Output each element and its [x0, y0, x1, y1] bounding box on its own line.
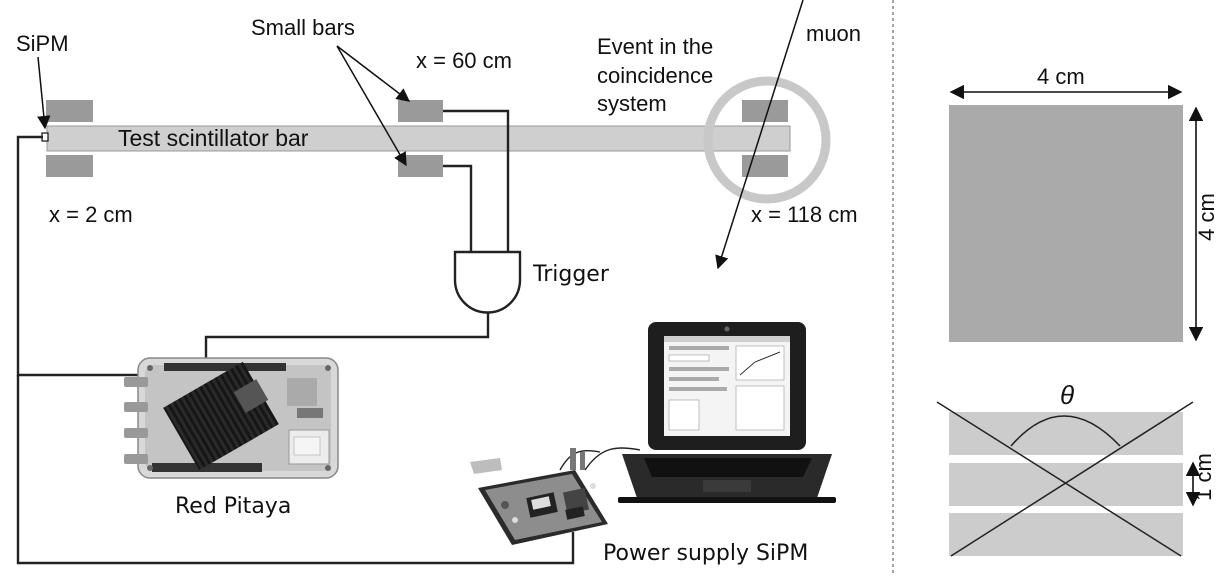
height-label: 4 cm — [1194, 193, 1219, 241]
sipm-pointer-arrow — [37, 56, 51, 130]
thickness-label: 1 cm — [1191, 453, 1216, 501]
theta-label: θ — [1060, 380, 1074, 410]
wire-sipm-power — [16, 375, 575, 565]
test-scintillator-bar — [46, 125, 791, 152]
small-bar-x60-bottom — [398, 155, 443, 177]
layer-top — [949, 412, 1183, 455]
small-bars-arrow-bottom — [336, 45, 407, 167]
muon-track-arrow — [715, 0, 804, 270]
red-pitaya-label: Red Pitaya — [175, 494, 291, 519]
small-bars-label: Small bars — [251, 15, 355, 40]
track-line-left — [936, 401, 1182, 557]
laptop-icon — [618, 322, 836, 503]
wire-bottom-bar-to-trigger — [443, 164, 473, 253]
track-line-right — [950, 401, 1194, 557]
small-bars-arrow-top — [336, 45, 411, 102]
wire-sipm-signal — [16, 135, 140, 377]
event-label-line3: system — [597, 91, 667, 116]
trigger-gate-icon — [453, 250, 522, 314]
width-label: 4 cm — [1037, 64, 1085, 89]
setup-panel: Test scintillator bar SiPM Small bars x … — [16, 0, 894, 576]
small-bar-x60-top — [398, 100, 443, 122]
trigger-label: Trigger — [532, 262, 610, 287]
x118-label: x = 118 cm — [751, 202, 858, 227]
small-bar-x2-top — [46, 100, 93, 122]
muon-label: muon — [806, 21, 861, 46]
power-supply-board-icon — [470, 447, 641, 545]
coincidence-event-ring — [703, 76, 831, 204]
layer-bottom — [949, 513, 1183, 556]
small-bar-x2-bottom — [46, 155, 93, 177]
event-label-line1: Event in the — [597, 34, 713, 59]
test-bar-label: Test scintillator bar — [118, 125, 309, 151]
bar-cross-section — [949, 105, 1183, 342]
theta-arc — [1010, 415, 1121, 447]
power-supply-label: Power supply SiPM — [603, 541, 808, 566]
small-bar-x118-bottom — [742, 155, 788, 177]
event-label-line2: coincidence — [597, 63, 713, 88]
sipm-label: SiPM — [16, 31, 69, 56]
layer-middle — [949, 463, 1183, 506]
wire-trigger-to-redpitaya — [204, 312, 490, 362]
red-pitaya-board-icon — [124, 357, 339, 479]
x2-label: x = 2 cm — [49, 202, 133, 227]
geometry-panel: 4 cm 4 cm θ 1 cm — [936, 64, 1219, 557]
small-bar-x118-top — [742, 100, 788, 122]
x60-label: x = 60 cm — [416, 48, 512, 73]
wire-top-bar-to-trigger — [443, 109, 510, 253]
